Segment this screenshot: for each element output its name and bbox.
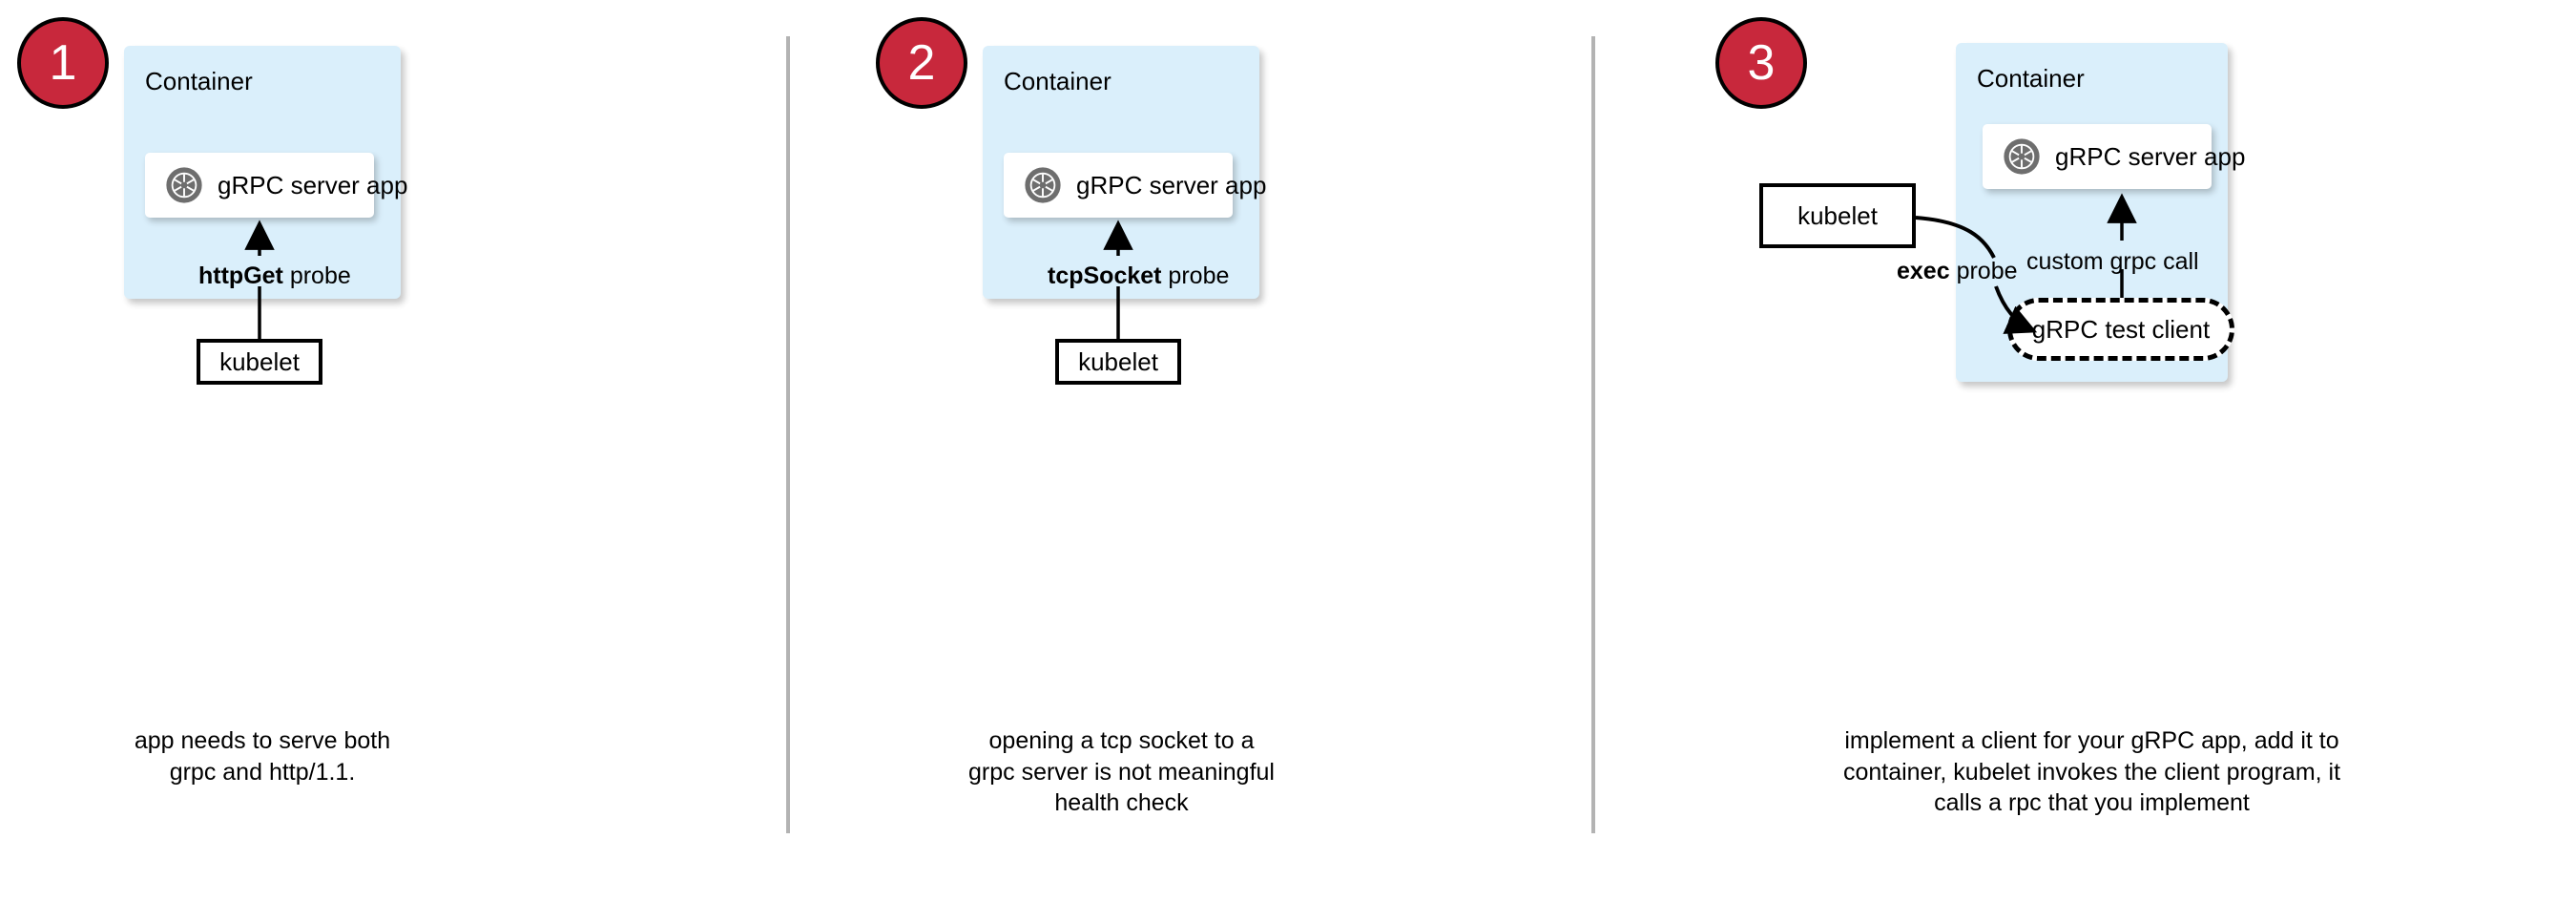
probe-label-2-keyword: tcpSocket xyxy=(1048,262,1162,289)
panel-tcpsocket-probe: 2 Container gRP xyxy=(790,0,1591,923)
container-label-3: Container xyxy=(1977,64,2085,93)
container-label-1: Container xyxy=(145,67,253,95)
step-badge-1: 1 xyxy=(17,17,109,109)
probe-label-2: tcpSocket probe xyxy=(1048,264,1229,288)
probe-label-2-suffix: probe xyxy=(1161,262,1230,289)
custom-grpc-call-label: custom grpc call xyxy=(2026,248,2199,275)
grpc-aperture-icon xyxy=(1025,167,1061,203)
grpc-server-app-label-2: gRPC server app xyxy=(1076,170,1267,199)
kubelet-box-2: kubelet xyxy=(1055,339,1181,385)
grpc-server-app-card-1: gRPC server app xyxy=(145,153,407,218)
grpc-aperture-icon xyxy=(2004,138,2040,175)
grpc-test-client-node: gRPC test client xyxy=(2007,298,2234,361)
step-badge-2: 2 xyxy=(876,17,967,109)
probe-label-1: httpGet probe xyxy=(198,264,351,288)
grpc-server-app-card-2: gRPC server app xyxy=(1004,153,1266,218)
probe-label-3-suffix: probe xyxy=(1949,258,2018,284)
probe-label-1-suffix: probe xyxy=(282,262,351,289)
step-badge-3: 3 xyxy=(1715,17,1807,109)
panel-divider-1 xyxy=(786,36,790,833)
probe-label-3: exec probe xyxy=(1897,260,2018,283)
probe-label-1-keyword: httpGet xyxy=(198,262,283,289)
panel-divider-2 xyxy=(1591,36,1595,833)
panel-httpget-probe: 1 Container gRP xyxy=(0,0,786,923)
kubelet-box-3: kubelet xyxy=(1759,183,1916,248)
container-label-2: Container xyxy=(1004,67,1111,95)
caption-2: opening a tcp socket to a grpc server is… xyxy=(968,727,1275,816)
grpc-server-app-card-3: gRPC server app xyxy=(1983,124,2245,189)
grpc-aperture-icon xyxy=(166,167,202,203)
caption-1: app needs to serve both grpc and http/1.… xyxy=(134,727,391,786)
panel-exec-probe: 3 Container gRP xyxy=(1595,0,2576,923)
grpc-server-app-label-1: gRPC server app xyxy=(218,170,408,199)
caption-3: implement a client for your gRPC app, ad… xyxy=(1842,727,2341,816)
probe-label-3-keyword: exec xyxy=(1897,258,1950,284)
kubelet-box-1: kubelet xyxy=(197,339,322,385)
grpc-server-app-label-3: gRPC server app xyxy=(2055,141,2246,171)
